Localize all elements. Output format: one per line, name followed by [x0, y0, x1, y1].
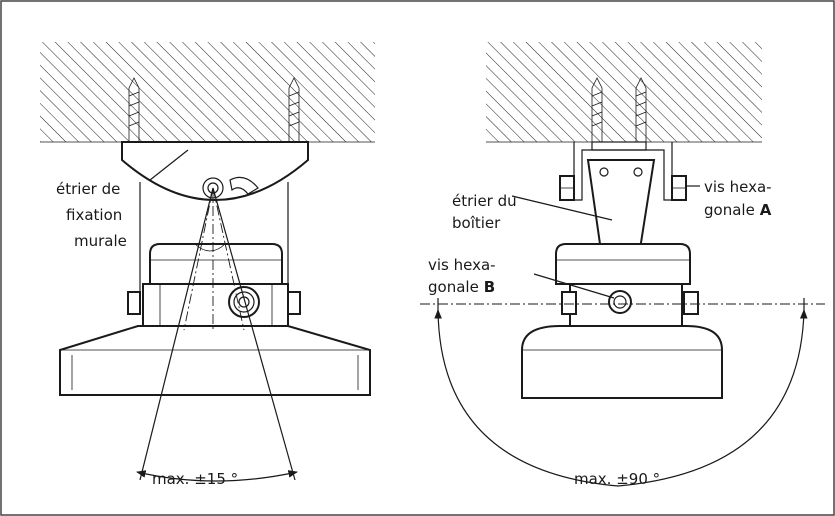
left-housing-body [142, 283, 289, 327]
left-wall-bracket [121, 141, 309, 201]
left-cable-gland [228, 286, 260, 318]
screw-a-label-word: gonale [704, 201, 755, 219]
left-housing-lid [149, 243, 283, 285]
left-horn [59, 325, 371, 396]
screw-b-label-line2: gonale B [428, 278, 495, 296]
housing-bracket-label-line2: boîtier [452, 214, 501, 232]
screw-b-label-line1: vis hexa- [428, 256, 496, 274]
screw-b [608, 290, 632, 314]
right-housing-lid [555, 243, 691, 285]
screw-a-label-line2: gonale A [704, 201, 772, 219]
right-figure: étrier du boîtier vis hexa- gonale A vis … [420, 42, 825, 488]
left-wall-anchors [128, 77, 300, 142]
screw-b-letter: B [484, 278, 495, 296]
housing-bracket-label-line1: étrier du [452, 192, 517, 210]
left-bracket-label-line1: étrier de [56, 180, 120, 198]
screw-a-letter: A [760, 201, 772, 219]
left-bracket-label-line2: fixation [66, 206, 122, 224]
screw-a [559, 175, 687, 201]
left-angle-arc [136, 470, 298, 482]
left-figure: étrier de fixation murale max. ±15 ° [40, 42, 375, 488]
right-horn [521, 325, 723, 399]
screw-b-label-word: gonale [428, 278, 479, 296]
screw-a-label-line1: vis hexa- [704, 178, 772, 196]
left-wall-hatch [40, 42, 375, 142]
left-bracket-label-line3: murale [74, 232, 127, 250]
right-angle-label: max. ±90 ° [574, 470, 660, 488]
right-angle-arc [434, 309, 808, 487]
right-wall-hatch [486, 42, 762, 142]
right-wall-anchors [591, 77, 647, 142]
left-angle-label: max. ±15 ° [152, 470, 238, 488]
